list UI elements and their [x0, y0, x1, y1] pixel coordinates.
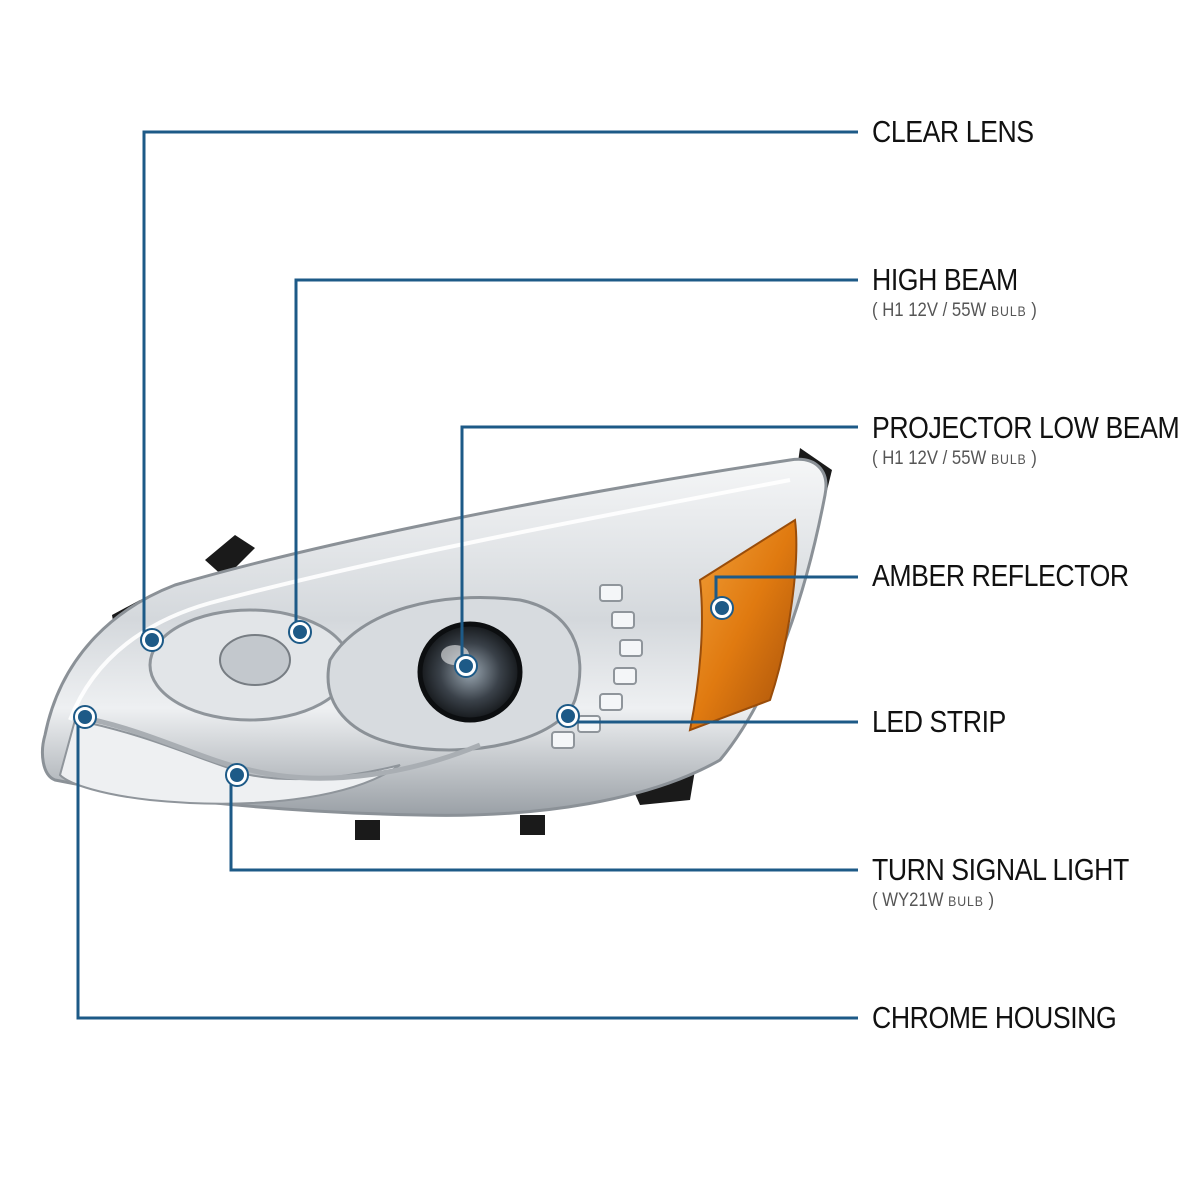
mount-tab-top	[205, 535, 255, 578]
callout-dots	[73, 596, 734, 787]
callout-clear-lens: CLEAR LENS	[872, 114, 1060, 150]
dot-chrome-housing	[73, 705, 97, 729]
callout-led-strip: LED STRIP	[872, 704, 1028, 740]
callout-chrome-housing: CHROME HOUSING	[872, 1000, 1156, 1036]
high-beam-bulb	[219, 634, 291, 686]
chrome-trim-curve	[74, 713, 481, 781]
headlight-image	[41, 448, 832, 840]
dot-led-strip	[556, 704, 580, 728]
callout-title: PROJECTOR LOW BEAM	[872, 410, 1180, 445]
callout-title: TURN SIGNAL LIGHT	[872, 852, 1129, 887]
callout-subtitle: ( H1 12V / 55W BULB )	[872, 448, 1037, 469]
lens-rim	[68, 478, 791, 721]
turn-signal-image	[58, 718, 401, 805]
dot-turn-signal-light	[225, 763, 249, 787]
callout-subtitle: ( H1 12V / 55W BULB )	[872, 300, 1037, 321]
callout-amber-reflector: AMBER REFLECTOR	[872, 558, 1171, 594]
callout-title: CHROME HOUSING	[872, 1000, 1117, 1035]
dot-high-beam	[288, 620, 312, 644]
callout-title: HIGH BEAM	[872, 262, 1018, 297]
led-strip-image	[551, 584, 643, 749]
dot-clear-lens	[140, 628, 164, 652]
callout-high-beam: HIGH BEAM ( H1 12V / 55W BULB )	[872, 262, 1059, 322]
dot-projector-low-beam	[454, 654, 478, 678]
callout-title: CLEAR LENS	[872, 114, 1034, 149]
callout-title: LED STRIP	[872, 704, 1006, 739]
dot-amber-reflector	[710, 596, 734, 620]
mount-clip-1	[355, 820, 380, 840]
mount-clip-2	[520, 815, 545, 835]
callout-projector-low-beam: PROJECTOR LOW BEAM ( H1 12V / 55W BULB )	[872, 410, 1200, 470]
callout-title: AMBER REFLECTOR	[872, 558, 1129, 593]
amber-reflector-image	[688, 518, 798, 732]
callout-turn-signal-light: TURN SIGNAL LIGHT ( WY21W BULB )	[872, 852, 1171, 912]
callout-subtitle: ( WY21W BULB )	[872, 890, 995, 911]
